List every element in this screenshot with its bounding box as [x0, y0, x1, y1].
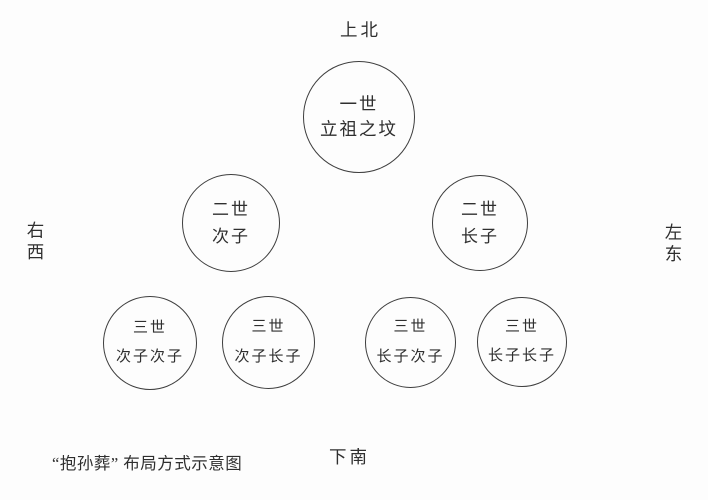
compass-north-label: 上北: [340, 20, 381, 40]
compass-south-label: 下南: [329, 447, 370, 467]
node-generation-label: 三世: [132, 319, 167, 336]
node-generation-label: 二世: [212, 199, 250, 219]
node-gen1-ancestor: 一世 立祖之坟: [303, 61, 415, 173]
node-name-label: 长子长子: [487, 348, 556, 364]
node-name-label: 次子次子: [115, 349, 184, 365]
node-gen3-eldest-son-eldest-son: 三世 长子长子: [477, 297, 567, 387]
compass-west-label: 右西: [25, 221, 45, 264]
node-name-label: 次子长子: [234, 348, 303, 365]
node-name-label: 次子: [212, 227, 250, 246]
diagram-caption: “抱孙葬” 布局方式示意图: [52, 454, 243, 473]
compass-east-label: 左东: [663, 223, 683, 266]
node-gen2-second-son: 二世 次子: [182, 174, 280, 272]
node-name-label: 长子次子: [376, 348, 445, 365]
node-gen3-second-son-eldest-son: 三世 次子长子: [222, 296, 315, 389]
node-gen3-eldest-son-second-son: 三世 长子次子: [365, 297, 456, 388]
node-gen2-eldest-son: 二世 长子: [432, 175, 528, 271]
node-generation-label: 三世: [504, 318, 539, 335]
node-name-label: 长子: [461, 227, 499, 246]
node-generation-label: 一世: [339, 93, 379, 114]
node-name-label: 立祖之坟: [320, 119, 398, 139]
node-gen3-second-son-second-son: 三世 次子次子: [103, 296, 197, 390]
node-generation-label: 三世: [251, 319, 286, 336]
node-generation-label: 二世: [461, 199, 499, 219]
node-generation-label: 三世: [393, 319, 428, 336]
